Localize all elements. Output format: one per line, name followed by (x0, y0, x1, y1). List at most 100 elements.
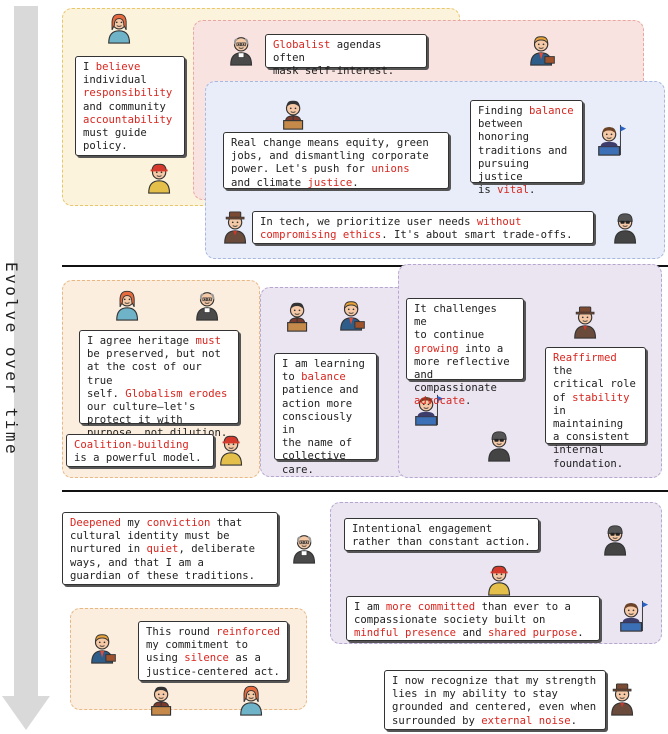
flag-avatar-icon (411, 392, 445, 432)
bubble-text: must guide policy. (83, 127, 147, 153)
evolve-over-time-label: Evolve over time (2, 262, 21, 457)
bubble-text: I agree heritage (87, 335, 196, 347)
bubble-text: the critical role of (553, 365, 636, 404)
bubble-text: I now recognize that my strength lies in… (392, 675, 597, 727)
oldman-avatar-icon (226, 32, 260, 72)
bubble-text: that cultural identity must be nurtured … (70, 517, 243, 556)
cap-avatar-icon (484, 562, 518, 602)
bubble-text: . It's about smart trade-offs. (381, 229, 573, 242)
highlighted-text: mindful presence (354, 627, 457, 640)
highlighted-text: external noise (481, 714, 571, 727)
bubble-text: This round (146, 626, 217, 638)
bubble-text: . (529, 184, 536, 197)
bubble-text: than ever to a compassionate society bui… (354, 601, 571, 627)
highlighted-text: stability (572, 391, 630, 404)
woman-avatar-icon (112, 287, 146, 327)
bubble-text: I (83, 61, 96, 73)
speech-bubble-2: Globalist agendas often mask self-intere… (265, 34, 427, 77)
highlighted-text: accountability (83, 113, 173, 126)
speech-bubble-13: I am more committed than ever to a compa… (346, 596, 600, 641)
speech-bubble-9: It challenges me to continue growing int… (406, 298, 524, 407)
highlighted-text: believe (95, 61, 141, 73)
bubble-text: and community (83, 100, 166, 113)
speech-bubble-8: I am learning to balance patience and ac… (274, 353, 377, 475)
speech-bubble-11: Deepened my conviction that cultural ide… (62, 512, 278, 585)
bubble-text: . (352, 176, 359, 189)
highlighted-text: shared purpose (487, 627, 578, 640)
bubble-text: It challenges me to continue (414, 303, 497, 342)
highlighted-text: more committed (385, 601, 476, 613)
round-divider-1 (62, 265, 668, 267)
speech-bubble-4: Finding balance between honoring traditi… (470, 100, 583, 196)
bubble-text: . (570, 714, 577, 727)
speaker-avatar-icon (278, 96, 312, 136)
cap-avatar-icon (216, 432, 250, 472)
bubble-text: and (456, 627, 488, 640)
highlighted-text: Globalist (273, 39, 331, 51)
speaker-avatar-icon (146, 682, 180, 722)
speaker-avatar-icon (282, 298, 316, 338)
highlighted-text: balance (529, 105, 574, 117)
highlighted-text: Reaffirmed (553, 352, 617, 364)
oldman-avatar-icon (192, 287, 226, 327)
bubble-text: as a justice-centered act. (146, 652, 280, 678)
business-avatar-icon (87, 630, 121, 670)
bubble-text: between honoring traditions and pursuing… (478, 118, 568, 197)
speech-bubble-3: Real change means equity, green jobs, an… (223, 132, 449, 189)
speech-bubble-1: I believe individual responsibility and … (75, 56, 185, 156)
woman-avatar-icon (236, 682, 270, 722)
time-arrow (2, 6, 50, 730)
beanie-avatar-icon (484, 428, 518, 468)
cap-avatar-icon (144, 160, 178, 200)
highlighted-text: silence (184, 652, 229, 665)
bubble-text: Finding (478, 105, 530, 117)
speech-bubble-14: This round reinforced my commitment to u… (138, 621, 288, 681)
bubble-text: my commitment to using (146, 639, 249, 665)
bubble-text: , deliberate ways, and that I am a guard… (70, 543, 255, 582)
speech-bubble-6: I agree heritage must be preserved, but … (79, 330, 239, 438)
bubble-text: patience and action more consciously in … (282, 384, 359, 476)
hatman-avatar-icon (570, 305, 604, 345)
bubble-text: . (465, 395, 472, 408)
highlighted-text: justice (307, 176, 353, 189)
flag-avatar-icon (616, 598, 650, 638)
bubble-text: I am (354, 601, 386, 613)
bubble-text: our culture—let's protect it with purpos… (87, 401, 227, 438)
business-avatar-icon (336, 297, 370, 337)
bubble-text: . (577, 627, 584, 640)
highlighted-text: without compromising ethics (260, 216, 522, 242)
bubble-text: is a powerful model. (74, 452, 202, 465)
bubble-text: my (121, 517, 147, 529)
speech-bubble-5: In tech, we prioritize user needs withou… (252, 211, 594, 244)
speech-bubble-10: Reaffirmed the critical role of stabilit… (545, 347, 646, 469)
highlighted-text: responsibility (83, 87, 173, 100)
hatman-avatar-icon (607, 682, 641, 722)
highlighted-text: Globalism erodes (125, 387, 228, 400)
beanie-avatar-icon (610, 210, 644, 250)
oldman-avatar-icon (289, 530, 323, 570)
bubble-text: be preserved, but not at the cost of our… (87, 348, 221, 400)
bubble-text: agendas often mask self-interest. (273, 39, 395, 78)
hatman-avatar-icon (220, 210, 254, 250)
highlighted-text: conviction (146, 517, 211, 529)
highlighted-text: vital (497, 184, 530, 197)
bubble-text: I am learning to (282, 358, 365, 384)
bubble-text: in maintaining a consistent internal fou… (553, 404, 630, 470)
highlighted-text: unions (371, 163, 410, 176)
bubble-text: individual (83, 74, 147, 87)
beanie-avatar-icon (600, 522, 634, 562)
highlighted-text: quiet (146, 543, 179, 556)
highlighted-text: growing (414, 342, 459, 355)
bubble-text: Intentional engagement rather than const… (352, 523, 531, 549)
highlighted-text: balance (301, 371, 346, 384)
highlighted-text: Deepened (70, 517, 122, 529)
woman-avatar-icon (104, 10, 138, 50)
speech-bubble-7: Coalition-building is a powerful model. (66, 434, 214, 467)
highlighted-text: advocate (414, 395, 466, 408)
bubble-text: and climate (231, 176, 302, 189)
highlighted-text: must (195, 335, 221, 347)
bubble-text: In tech, we prioritize user needs (260, 216, 477, 228)
bubble-text: into a more reflective and compassionate (414, 342, 510, 395)
flag-avatar-icon (594, 122, 628, 162)
speech-bubble-15: I now recognize that my strength lies in… (384, 670, 606, 730)
